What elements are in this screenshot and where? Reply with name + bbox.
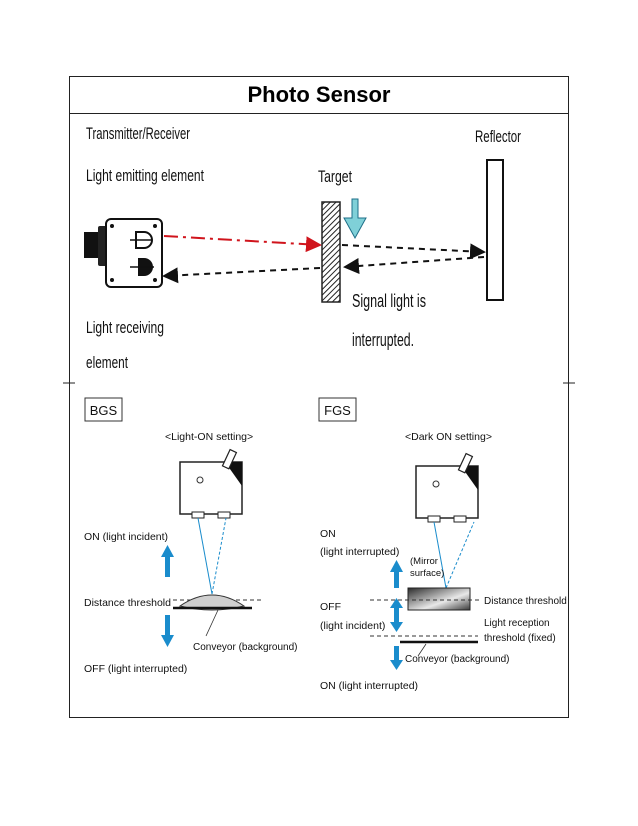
bgs-off-label: OFF (light interrupted) (84, 663, 187, 675)
fgs-emit-ray (433, 521, 447, 589)
bgs-conveyor-label: Conveyor (background) (193, 642, 298, 653)
light-receiving-line1: Light receiving (86, 318, 164, 337)
diagram-frame: Photo Sensor (69, 76, 569, 718)
target-label: Target (318, 167, 352, 186)
bgs-tag-box (84, 397, 123, 422)
fgs-double-arrow-icon (390, 598, 403, 632)
bgs-up-arrow-icon (161, 545, 174, 577)
fgs-mirror-line1: (Mirror (410, 556, 438, 567)
fgs-tag: FGS (324, 403, 351, 418)
fgs-on-bottom-label: ON (light interrupted) (320, 680, 418, 692)
target-block (321, 201, 341, 303)
bgs-return-ray (211, 517, 227, 595)
bgs-emit-ray (197, 517, 213, 595)
fgs-mirror-line2: surface) (410, 568, 444, 579)
fgs-reception-line2: threshold (fixed) (484, 633, 556, 644)
fgs-mirror-workpiece (407, 587, 471, 611)
fgs-on-line2: (light interrupted) (320, 546, 399, 558)
bgs-on-label: ON (light incident) (84, 531, 168, 543)
bgs-setting: <Light-ON setting> (165, 431, 253, 443)
fgs-reflect-ray (445, 521, 475, 589)
fgs-tag-box (318, 397, 357, 422)
page-title: Photo Sensor (70, 77, 568, 114)
fgs-setting: <Dark ON setting> (405, 431, 492, 443)
signal-line2: interrupted. (352, 330, 414, 350)
sensor-icon (84, 218, 163, 288)
bgs-workpiece (178, 594, 246, 611)
fgs-reception-line1: Light reception (484, 618, 550, 629)
bgs-conveyor-leader (205, 609, 219, 637)
bgs-down-arrow-icon (161, 615, 174, 647)
bgs-threshold-label: Distance threshold (84, 597, 171, 609)
reflector-label: Reflector (475, 127, 521, 146)
target-down-arrow-icon (343, 198, 367, 240)
light-emitting-label: Light emitting element (86, 166, 204, 185)
bgs-sensor-icon (179, 448, 243, 519)
fgs-on-line1: ON (320, 528, 336, 540)
fgs-off-line1: OFF (320, 601, 341, 613)
emitted-beam (163, 235, 322, 253)
beam-to-reflector (341, 243, 486, 260)
return-beam (162, 267, 321, 284)
fgs-down-arrow-icon (390, 646, 403, 670)
fgs-distance-threshold-label: Distance threshold (484, 596, 567, 607)
beam-from-reflector (343, 256, 485, 274)
fgs-conveyor-label: Conveyor (background) (405, 654, 510, 665)
reflector-block (486, 159, 504, 301)
fgs-sensor-icon (415, 452, 479, 523)
fgs-conveyor-leader (417, 643, 427, 657)
signal-line1: Signal light is (352, 291, 426, 311)
fgs-up-arrow-icon (390, 560, 403, 588)
transmitter-receiver-label: Transmitter/Receiver (86, 124, 190, 143)
bgs-tag: BGS (90, 403, 118, 418)
light-receiving-line2: element (86, 353, 128, 372)
fgs-off-line2: (light incident) (320, 620, 385, 632)
